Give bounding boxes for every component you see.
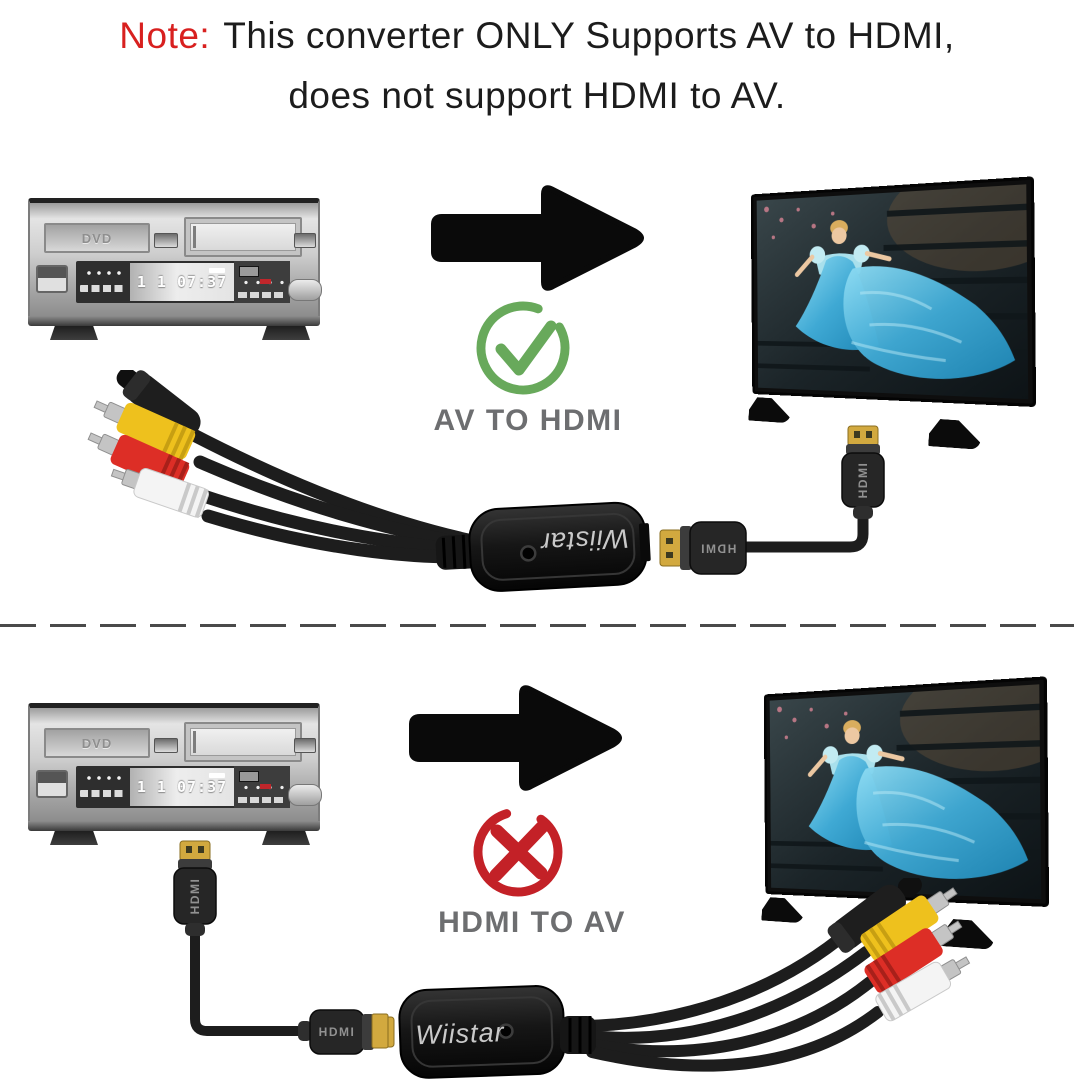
tv-bezel: [750, 176, 1037, 408]
hdmi-port-label: HDMI: [700, 542, 737, 556]
dvd-slot-inner: [190, 223, 296, 251]
dvd-display-text: 1 1 07:37: [136, 778, 228, 796]
hdmi-plug-tip: [371, 1013, 389, 1049]
dvd-small-button: [294, 738, 316, 753]
button-dots: [240, 785, 284, 790]
hdmi-cable-illustration: HDMI HDMI: [173, 840, 395, 1055]
dvd-display-led: [209, 773, 225, 778]
dvd-tray-label: DVD: [81, 735, 113, 751]
dvd-display: 1 1 07:37: [130, 768, 234, 806]
hdmi-port-label: HDMI: [188, 878, 202, 915]
av-to-hdmi-converter-illustration: Wiistar HDMI HDMI: [87, 370, 885, 592]
dvd-player: DVD 1 1 07:37: [28, 198, 322, 340]
rca-connector-yellow: [93, 400, 196, 461]
button-dots: [240, 280, 284, 285]
dvd-foot: [262, 831, 310, 845]
dvd-small-button: [154, 233, 178, 248]
dvd-control-buttons: [234, 261, 290, 303]
tv-bezel: [763, 676, 1050, 908]
button-dots: [84, 775, 124, 781]
dvd-tray-label: DVD: [81, 230, 113, 246]
dvd-control-buttons: [76, 261, 130, 303]
direction-label-hdmi-to-av: HDMI TO AV: [438, 906, 626, 939]
hdmi-to-av-converter-illustration: Wiistar: [371, 878, 971, 1079]
dvd-foot: [262, 326, 310, 340]
dvd-mini-display: [239, 771, 259, 782]
converter-strain-relief: [560, 1016, 596, 1054]
right-arrow-icon: [409, 685, 622, 791]
note-text-1: This converter ONLY Supports AV to HDMI,: [223, 15, 955, 56]
hdmi-cable: [734, 510, 869, 553]
dvd-front-panel: 1 1 07:37: [76, 766, 290, 808]
right-arrow-icon: [431, 185, 644, 291]
hdmi-cable: [190, 930, 309, 1036]
button-bars: [80, 285, 126, 292]
converter-body: Wiistar: [398, 985, 566, 1079]
tv-screen-image: [756, 184, 1029, 400]
rca-connector-white: [875, 956, 971, 1022]
av-jack-connector-black: [827, 878, 922, 953]
dvd-foot: [50, 326, 98, 340]
dvd-knob-button: [288, 784, 322, 806]
dvd-cassette-slot: [184, 217, 302, 257]
dvd-small-button: [154, 738, 178, 753]
hdmi-connector: HDMI: [659, 521, 747, 575]
hdmi-port-label: HDMI: [319, 1025, 356, 1039]
hdmi-port-label: HDMI: [856, 462, 870, 499]
dvd-chassis: DVD 1 1 07:37: [28, 703, 322, 821]
dashed-divider: [0, 624, 1074, 627]
dvd-chassis: DVD 1 1 07:37: [28, 198, 322, 316]
rca-connector-red: [864, 920, 963, 994]
dvd-small-button: [294, 233, 316, 248]
dvd-base: [28, 316, 320, 326]
dvd-knob-button: [288, 279, 322, 301]
note-prefix: Note:: [119, 15, 211, 56]
button-dots: [84, 270, 124, 276]
dvd-slot-inner: [190, 728, 296, 756]
dvd-control-buttons: [76, 766, 130, 808]
dvd-display: 1 1 07:37: [130, 263, 234, 301]
dvd-disc-tray: DVD: [44, 223, 150, 253]
rca-connector-white: [110, 468, 209, 519]
av-cables: [579, 934, 884, 1072]
dvd-control-buttons: [234, 766, 290, 808]
dvd-display-text: 1 1 07:37: [136, 273, 228, 291]
tv: [737, 176, 1057, 466]
note-line-1: Note: This converter ONLY Supports AV to …: [0, 6, 1074, 66]
dvd-eject-button: [36, 265, 68, 293]
rca-connector-yellow: [860, 887, 958, 962]
hdmi-connector: HDMI: [841, 425, 885, 519]
dvd-mini-display: [239, 266, 259, 277]
tv-stand-leg: [928, 418, 982, 450]
hdmi-connector: HDMI: [173, 840, 217, 936]
note-banner: Note: This converter ONLY Supports AV to …: [0, 6, 1074, 126]
cross-circle-icon: [473, 807, 563, 897]
av-cables: [181, 425, 479, 564]
tv-screen-image: [769, 684, 1042, 900]
dvd-disc-tray: DVD: [44, 728, 150, 758]
direction-label-av-to-hdmi: AV TO HDMI: [433, 404, 623, 437]
av-jack-connector-black: [116, 370, 201, 440]
dvd-display-led: [209, 268, 225, 273]
dvd-player: DVD 1 1 07:37: [28, 703, 322, 845]
dvd-eject-button: [36, 770, 68, 798]
converter-brand-label: Wiistar: [539, 523, 630, 558]
dvd-cassette-slot: [184, 722, 302, 762]
converter-brand-label: Wiistar: [415, 1017, 505, 1050]
check-circle-icon: [476, 301, 570, 395]
note-line-2: does not support HDMI to AV.: [288, 75, 786, 116]
dvd-front-panel: 1 1 07:37: [76, 261, 290, 303]
converter-body: Wiistar: [435, 501, 651, 592]
dvd-base: [28, 821, 320, 831]
tv: [750, 676, 1070, 966]
button-bars: [80, 790, 126, 797]
dvd-foot: [50, 831, 98, 845]
